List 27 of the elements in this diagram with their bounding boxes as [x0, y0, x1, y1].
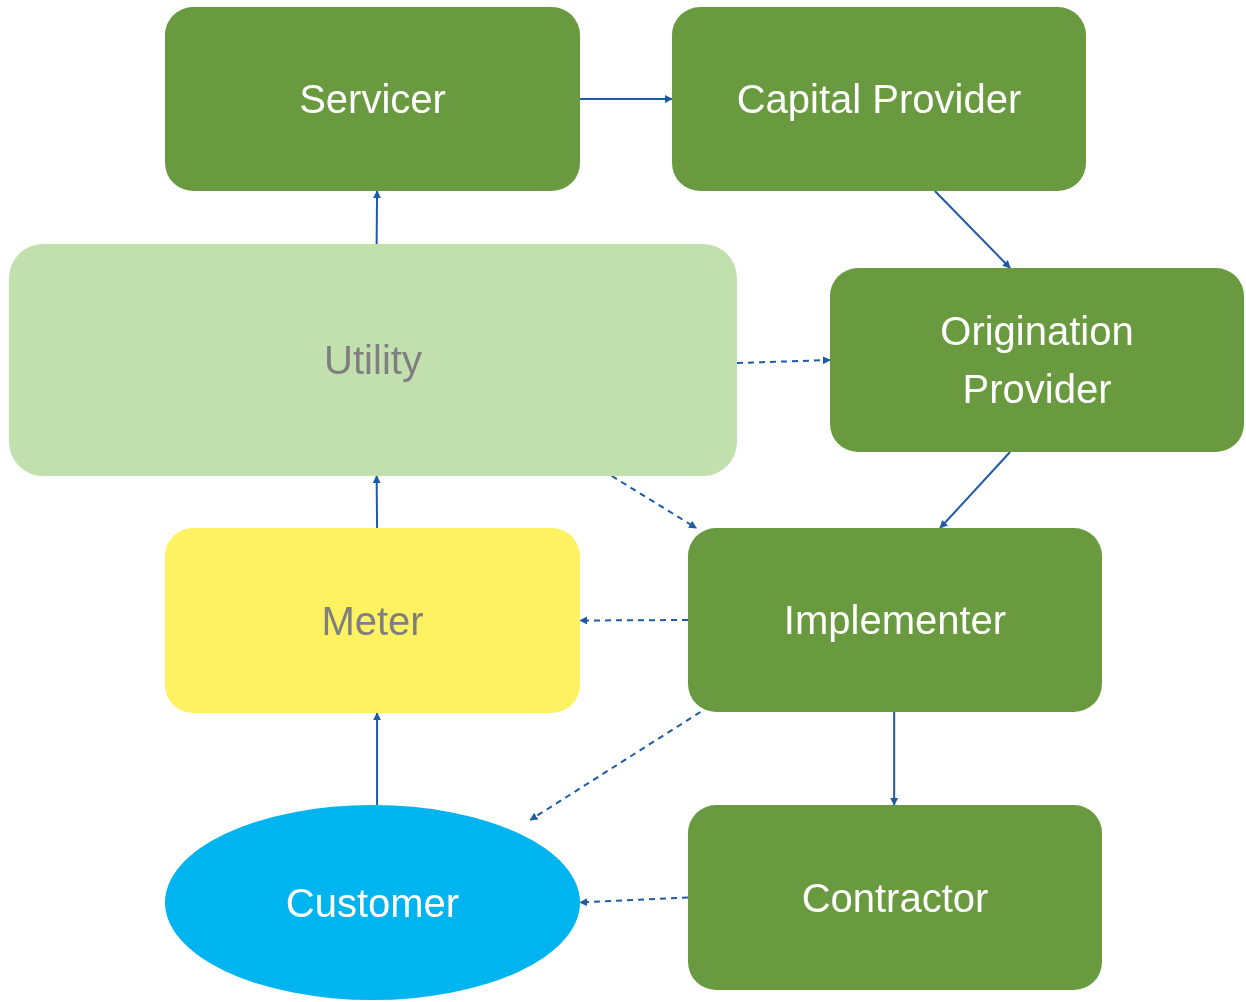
node-label: Customer — [285, 879, 460, 927]
node-label: Meter — [321, 597, 424, 645]
arrow — [373, 190, 381, 245]
arrow — [890, 711, 899, 806]
process-box — [9, 244, 737, 476]
arrow — [939, 451, 1012, 529]
node-label: Capital Provider — [736, 76, 1022, 123]
arrow — [372, 475, 381, 529]
process-box — [165, 7, 580, 191]
arrow — [579, 95, 673, 103]
arrow — [529, 711, 702, 821]
arrow — [610, 475, 698, 529]
arrow — [579, 616, 689, 625]
process-box — [165, 528, 580, 713]
arrow — [579, 896, 689, 907]
node-label: Implementer — [783, 597, 1007, 644]
node-label: Servicer — [299, 76, 446, 123]
node-label: Origination Provider — [939, 308, 1135, 413]
process-box — [688, 805, 1102, 990]
process-box — [688, 528, 1102, 712]
node-label: Utility — [324, 337, 422, 384]
process-box — [830, 268, 1244, 452]
arrow — [373, 712, 382, 806]
arrow — [736, 356, 831, 365]
arrow — [933, 190, 1012, 269]
node-label: Contractor — [801, 874, 989, 922]
process-box — [672, 7, 1086, 191]
